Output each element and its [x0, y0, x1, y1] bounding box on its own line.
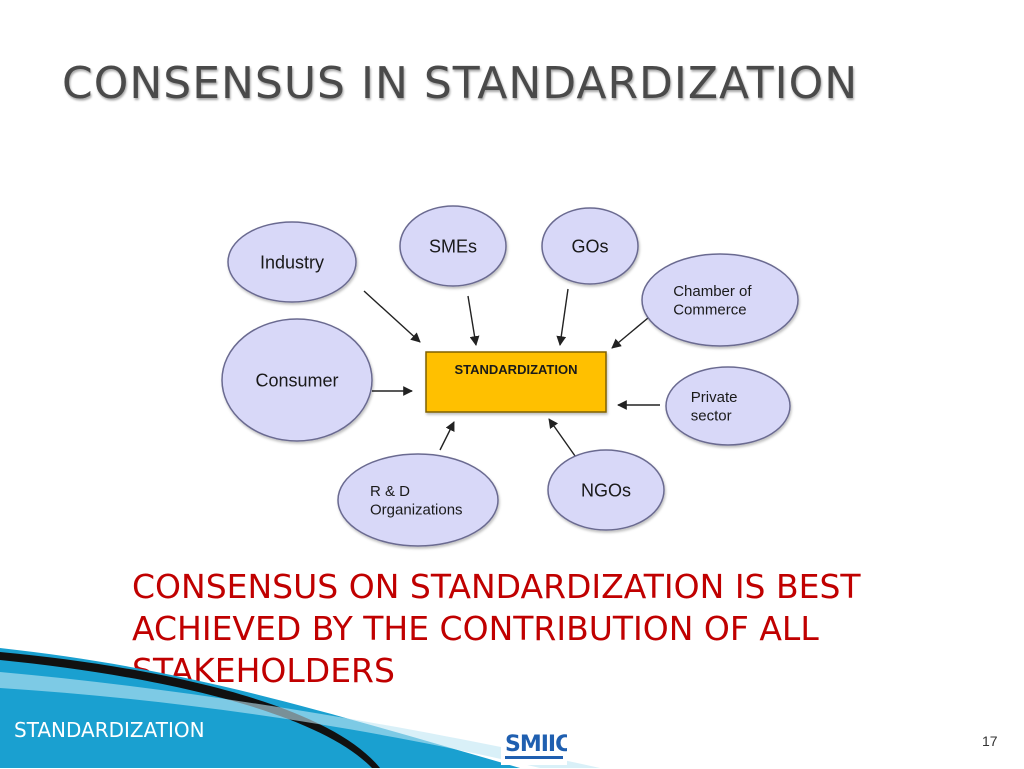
stakeholder-r-and-d-organizations: R & D Organizations	[337, 453, 499, 547]
stakeholder-label: GOs	[571, 236, 608, 256]
arrow-chamber-of-commerce-to-standardization	[611, 317, 649, 349]
smiic-logo: SMIIC	[501, 725, 571, 765]
stakeholder-ngos: NGOs	[547, 449, 665, 531]
footer-light-stripe	[0, 672, 600, 768]
stakeholder-label: Organizations	[370, 502, 463, 519]
stakeholder-industry: Industry	[227, 221, 357, 303]
standardization-box-rect	[425, 351, 607, 413]
stakeholder-label: Industry	[260, 252, 324, 272]
standardization-box: STANDARDIZATION	[425, 351, 607, 413]
arrow-r-and-d-organizations-to-standardization	[439, 421, 455, 451]
stakeholder-consumer: Consumer	[221, 318, 373, 442]
slide-title: CONSENSUS IN STANDARDIZATION	[62, 58, 859, 109]
standardization-box-label: STANDARDIZATION	[454, 362, 577, 377]
stakeholder-ellipse	[227, 221, 357, 303]
stakeholder-ellipse	[541, 207, 639, 285]
stakeholder-ellipse	[399, 205, 507, 287]
stakeholder-label: NGOs	[581, 480, 631, 500]
stakeholder-chamber-of-commerce: Chamber of Commerce	[641, 253, 799, 347]
logo-text: SMIIC	[505, 732, 567, 757]
stakeholder-label: Chamber of	[673, 283, 752, 300]
slide-number: 17	[982, 733, 998, 749]
stakeholder-label: sector	[691, 408, 732, 425]
stakeholder-label: SMEs	[429, 236, 477, 256]
stakeholder-ellipse	[221, 318, 373, 442]
footer-label: STANDARDIZATION	[14, 718, 205, 742]
stakeholder-ellipse	[547, 449, 665, 531]
stakeholder-ellipse	[337, 453, 499, 547]
stakeholder-ellipse	[641, 253, 799, 347]
stakeholder-label: Private	[691, 389, 738, 406]
caption-text: CONSENSUS ON STANDARDIZATION IS BEST ACH…	[132, 567, 861, 690]
stakeholder-private-sector: Private sector	[665, 366, 791, 446]
arrow-smes-to-standardization	[467, 295, 480, 346]
stakeholder-gos: GOs	[541, 207, 639, 285]
arrow-gos-to-standardization	[556, 288, 569, 346]
stakeholder-label: Commerce	[673, 302, 746, 319]
stakeholder-label: Consumer	[255, 370, 338, 390]
footer-dark-stripe	[0, 652, 380, 768]
stakeholder-ellipse	[665, 366, 791, 446]
stakeholder-label: R & D	[370, 483, 410, 500]
stakeholder-smes: SMEs	[399, 205, 507, 287]
arrow-industry-to-standardization	[363, 290, 421, 343]
